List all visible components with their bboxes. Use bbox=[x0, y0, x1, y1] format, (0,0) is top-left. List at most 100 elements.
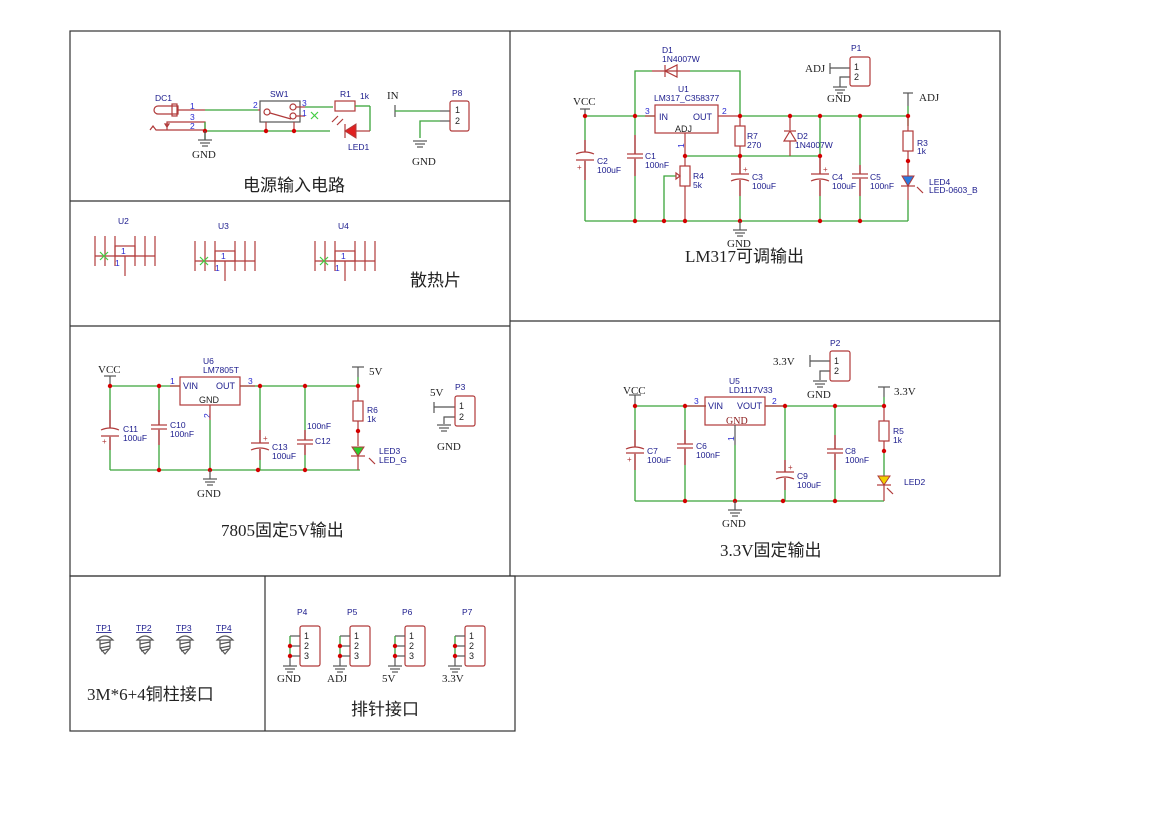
dc-jack-dc1[interactable] bbox=[149, 103, 206, 131]
standoff-tp1[interactable]: TP1 bbox=[95, 623, 115, 655]
pin-number: 2 bbox=[304, 641, 309, 651]
connector-p3[interactable]: 1 2 bbox=[454, 395, 476, 427]
regulator-u6[interactable]: VIN OUT GND bbox=[179, 376, 241, 406]
heatsink-u2[interactable]: 1 1 bbox=[94, 236, 156, 276]
pin-number: 1 bbox=[170, 376, 175, 386]
regulator-u5[interactable]: VIN VOUT GND bbox=[704, 396, 766, 427]
header-ref: P5 bbox=[347, 607, 358, 617]
gnd-symbol bbox=[437, 424, 451, 432]
gnd-symbol bbox=[203, 470, 217, 486]
capacitor-c12[interactable] bbox=[297, 386, 313, 470]
heatsink-u3[interactable]: 1 1 bbox=[194, 241, 256, 281]
pin-label: OUT bbox=[693, 112, 713, 122]
r5-ref: R5 bbox=[893, 426, 904, 436]
diode-d2[interactable] bbox=[782, 116, 798, 156]
gnd-net-label: GND bbox=[412, 156, 436, 168]
resistor-r1[interactable] bbox=[334, 100, 356, 112]
heatsink-u4[interactable]: 1 1 bbox=[314, 241, 376, 281]
capacitor-c6[interactable] bbox=[677, 406, 693, 501]
capacitor-c5[interactable] bbox=[852, 116, 868, 221]
pin-number: 3 bbox=[304, 651, 309, 661]
section-title: 7805固定5V输出 bbox=[221, 521, 344, 540]
pin-number: 1 bbox=[469, 631, 474, 641]
u6-ref: U6 bbox=[203, 356, 214, 366]
pin-number: 2 bbox=[834, 366, 839, 376]
pin-number: 1 bbox=[215, 263, 220, 273]
capacitor-c2[interactable]: + bbox=[575, 116, 595, 221]
gnd-symbol bbox=[333, 665, 347, 673]
led4-value: LED-0603_B bbox=[929, 185, 978, 195]
switch-sw1[interactable] bbox=[258, 100, 305, 131]
led4[interactable] bbox=[901, 175, 924, 221]
p1-ref: P1 bbox=[851, 43, 862, 53]
pin-label: VOUT bbox=[737, 401, 763, 411]
capacitor-c13[interactable]: + bbox=[250, 386, 270, 470]
capacitor-c4[interactable]: + bbox=[810, 116, 830, 221]
header-ref: P4 bbox=[297, 607, 308, 617]
pin-number: 1 bbox=[854, 62, 859, 72]
vcc-net-label: VCC bbox=[623, 385, 646, 397]
pin-number: 1 bbox=[221, 251, 226, 261]
led1[interactable] bbox=[331, 115, 370, 139]
capacitor-c1[interactable] bbox=[627, 116, 643, 221]
vcc-net-label: VCC bbox=[98, 364, 121, 376]
u3-ref: U3 bbox=[218, 221, 229, 231]
resistor-r7[interactable] bbox=[734, 116, 746, 156]
led2[interactable] bbox=[877, 475, 894, 501]
d2-value: 1N4007W bbox=[795, 140, 833, 150]
led3[interactable] bbox=[351, 446, 376, 470]
section-title: 散热片 bbox=[410, 271, 461, 290]
pin-number: 3 bbox=[190, 112, 195, 122]
section-frames bbox=[69, 30, 1001, 732]
capacitor-c3[interactable]: + bbox=[730, 156, 750, 221]
capacitor-c10[interactable] bbox=[151, 386, 167, 470]
capacitor-c9[interactable]: + bbox=[775, 406, 795, 501]
connector-p2[interactable]: 1 2 bbox=[829, 350, 851, 382]
c3-value: 100uF bbox=[752, 181, 776, 191]
p1-adj-net-label: ADJ bbox=[805, 63, 826, 75]
standoff-ref: TP3 bbox=[176, 623, 192, 633]
5v-net-label: 5V bbox=[369, 366, 383, 378]
standoff-tp2[interactable]: TP2 bbox=[135, 623, 155, 655]
led3-value: LED_G bbox=[379, 455, 407, 465]
potentiometer-r4[interactable] bbox=[663, 156, 691, 221]
resistor-r5[interactable] bbox=[878, 406, 890, 476]
standoff-tp4[interactable]: TP4 bbox=[215, 623, 235, 655]
u2-ref: U2 bbox=[118, 216, 129, 226]
c4-ref: C4 bbox=[832, 172, 843, 182]
diode-d1[interactable] bbox=[652, 64, 690, 78]
section-title: 3M*6+4铜柱接口 bbox=[87, 685, 214, 704]
c8-value: 100nF bbox=[845, 455, 869, 465]
connector-p1[interactable]: 1 2 bbox=[849, 56, 871, 87]
led1-ref: LED1 bbox=[348, 142, 370, 152]
gnd-symbol bbox=[813, 380, 827, 388]
c3-ref: C3 bbox=[752, 172, 763, 182]
c2-value: 100uF bbox=[597, 165, 621, 175]
pin-number: 2 bbox=[455, 116, 460, 126]
gnd-net-label: GND bbox=[722, 518, 746, 530]
pin-number: 2 bbox=[253, 100, 258, 110]
header-ref: P7 bbox=[462, 607, 473, 617]
led4-ref: LED4 bbox=[929, 177, 951, 187]
r5-value: 1k bbox=[893, 435, 903, 445]
p3-gnd-net-label: GND bbox=[437, 441, 461, 453]
resistor-r3[interactable] bbox=[902, 116, 914, 176]
resistor-r6[interactable] bbox=[352, 386, 364, 446]
adj-net-label: ADJ bbox=[919, 92, 940, 104]
capacitor-c7[interactable]: + bbox=[625, 406, 645, 501]
p2-gnd-net-label: GND bbox=[807, 389, 831, 401]
capacitor-c8[interactable] bbox=[827, 406, 843, 501]
pin-label: ADJ bbox=[675, 124, 692, 134]
d2-ref: D2 bbox=[797, 131, 808, 141]
c10-ref: C10 bbox=[170, 420, 186, 430]
c10-value: 100nF bbox=[170, 429, 194, 439]
connector-p8[interactable]: 1 2 bbox=[449, 100, 470, 132]
capacitor-c11[interactable]: + bbox=[100, 386, 120, 470]
standoff-tp3[interactable]: TP3 bbox=[175, 623, 195, 655]
regulator-u1[interactable]: IN OUT ADJ bbox=[654, 104, 719, 134]
